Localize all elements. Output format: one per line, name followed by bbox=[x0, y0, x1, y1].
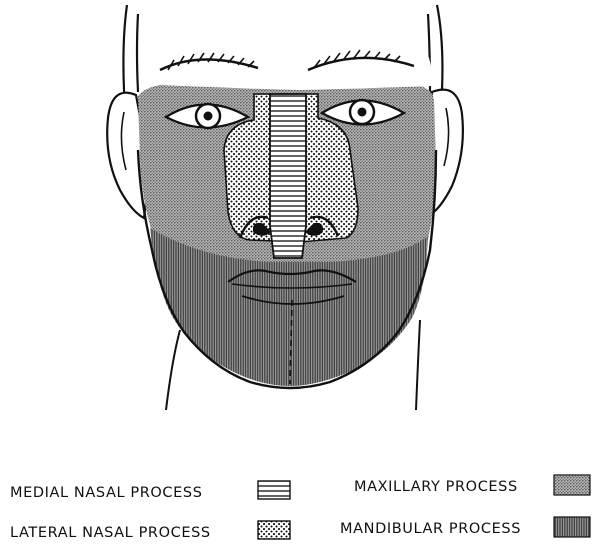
legend-swatch-mandibular bbox=[554, 517, 590, 537]
legend-item-medial-nasal: MEDIAL NASAL PROCESS bbox=[10, 481, 290, 501]
medial-nasal-region bbox=[270, 94, 306, 258]
legend-swatch-medial-nasal bbox=[258, 481, 290, 499]
legend-label-lateral-nasal: LATERAL NASAL PROCESS bbox=[10, 525, 211, 541]
legend-swatch-lateral-nasal bbox=[258, 521, 290, 539]
legend-item-lateral-nasal: LATERAL NASAL PROCESS bbox=[10, 521, 290, 541]
legend-swatch-maxillary bbox=[554, 475, 590, 495]
legend: MEDIAL NASAL PROCESS LATERAL NASAL PROCE… bbox=[10, 475, 590, 541]
forehead bbox=[140, 40, 433, 90]
legend-item-maxillary: MAXILLARY PROCESS bbox=[354, 475, 590, 495]
legend-label-maxillary: MAXILLARY PROCESS bbox=[354, 479, 518, 495]
legend-label-medial-nasal: MEDIAL NASAL PROCESS bbox=[10, 485, 203, 501]
legend-item-mandibular: MANDIBULAR PROCESS bbox=[340, 517, 590, 537]
legend-label-mandibular: MANDIBULAR PROCESS bbox=[340, 521, 521, 537]
